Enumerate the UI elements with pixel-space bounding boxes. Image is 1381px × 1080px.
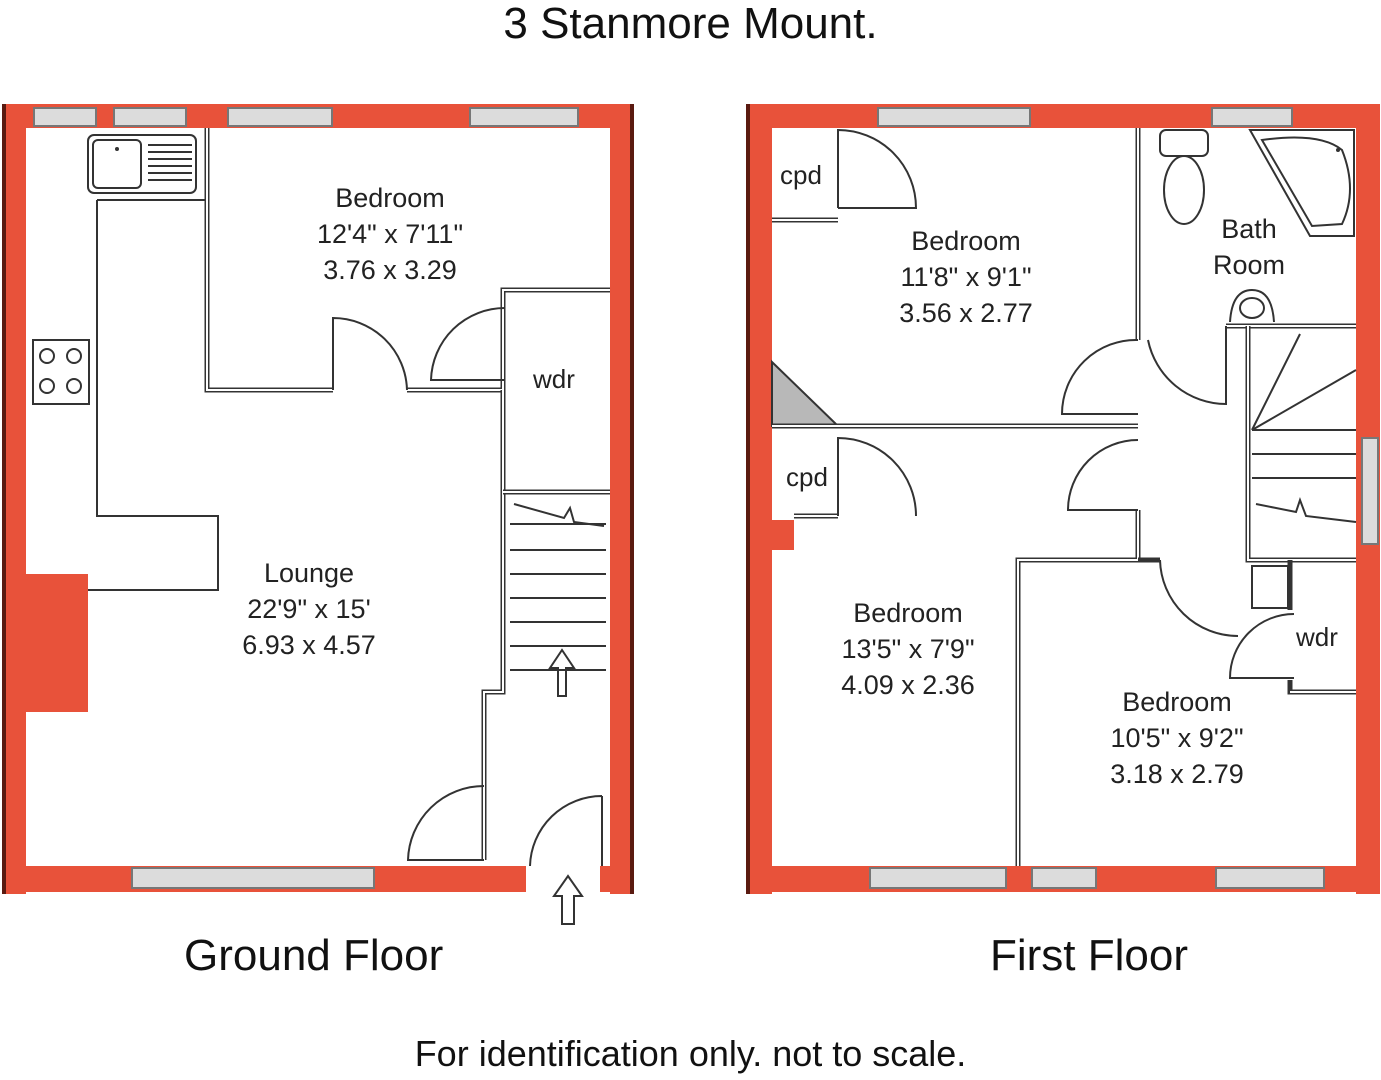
lounge-name: Lounge — [264, 558, 354, 588]
first-bedroom-3-name: Bedroom — [1122, 687, 1232, 717]
ground-bedroom-metric: 3.76 x 3.29 — [323, 255, 457, 285]
bathroom-name-line2: Room — [1213, 250, 1285, 280]
disclaimer-note: For identification only. not to scale. — [414, 1033, 967, 1074]
first-floor-interior-walls — [772, 128, 1356, 866]
first-bedroom-2-metric: 4.09 x 2.36 — [841, 670, 975, 700]
corner-bath-icon — [1248, 129, 1355, 237]
staircase — [510, 503, 606, 671]
first-bedroom-1-name: Bedroom — [911, 226, 1021, 256]
ground-floor-plan: Bedroom 12'4" x 7'11" 3.76 x 3.29 Lounge… — [2, 104, 634, 925]
first-bedroom-1-imperial: 11'8" x 9'1" — [900, 262, 1031, 292]
lounge-imperial: 22'9" x 15' — [247, 594, 370, 624]
first-floor-windows — [869, 107, 1379, 889]
first-floor-doors — [837, 128, 1295, 679]
ground-floor-windows — [33, 107, 579, 889]
first-floor-plan: cpd cpd wdr Bedroom 11'8" x 9'1" 3.56 x … — [746, 104, 1380, 894]
stairs-up-arrow-icon — [548, 648, 576, 697]
first-floor-label: First Floor — [990, 931, 1188, 980]
ground-floor-doors — [332, 307, 603, 867]
staircase — [1251, 333, 1357, 609]
chimney-breast — [26, 574, 88, 712]
toilet-icon — [1159, 129, 1209, 225]
first-bedroom-2-name: Bedroom — [853, 598, 963, 628]
hob-icon — [32, 339, 90, 405]
first-bedroom-3-metric: 3.18 x 2.79 — [1110, 759, 1244, 789]
first-floor-outer-walls — [746, 104, 1380, 894]
plan-title: 3 Stanmore Mount. — [503, 0, 878, 48]
cupboard-label-2: cpd — [786, 462, 828, 492]
lounge-metric: 6.93 x 4.57 — [242, 630, 376, 660]
first-bedroom-1-metric: 3.56 x 2.77 — [899, 298, 1033, 328]
ground-wardrobe-label: wdr — [532, 364, 575, 394]
cupboard-label-1: cpd — [780, 160, 822, 190]
entrance-arrow-icon — [552, 874, 584, 925]
first-wardrobe-label: wdr — [1295, 622, 1338, 652]
airing-cupboard — [771, 359, 841, 427]
basin-icon — [1229, 288, 1275, 323]
ground-bedroom-imperial: 12'4" x 7'11" — [317, 219, 463, 249]
ground-bedroom-name: Bedroom — [335, 183, 445, 213]
ground-floor-interior-walls — [204, 128, 610, 860]
first-bedroom-2-imperial: 13'5" x 7'9" — [841, 634, 974, 664]
kitchen-worktop — [88, 200, 219, 591]
bathroom-name-line1: Bath — [1221, 214, 1277, 244]
first-bedroom-3-imperial: 10'5" x 9'2" — [1110, 723, 1243, 753]
ground-floor-label: Ground Floor — [184, 931, 444, 980]
sink-icon — [87, 134, 197, 194]
